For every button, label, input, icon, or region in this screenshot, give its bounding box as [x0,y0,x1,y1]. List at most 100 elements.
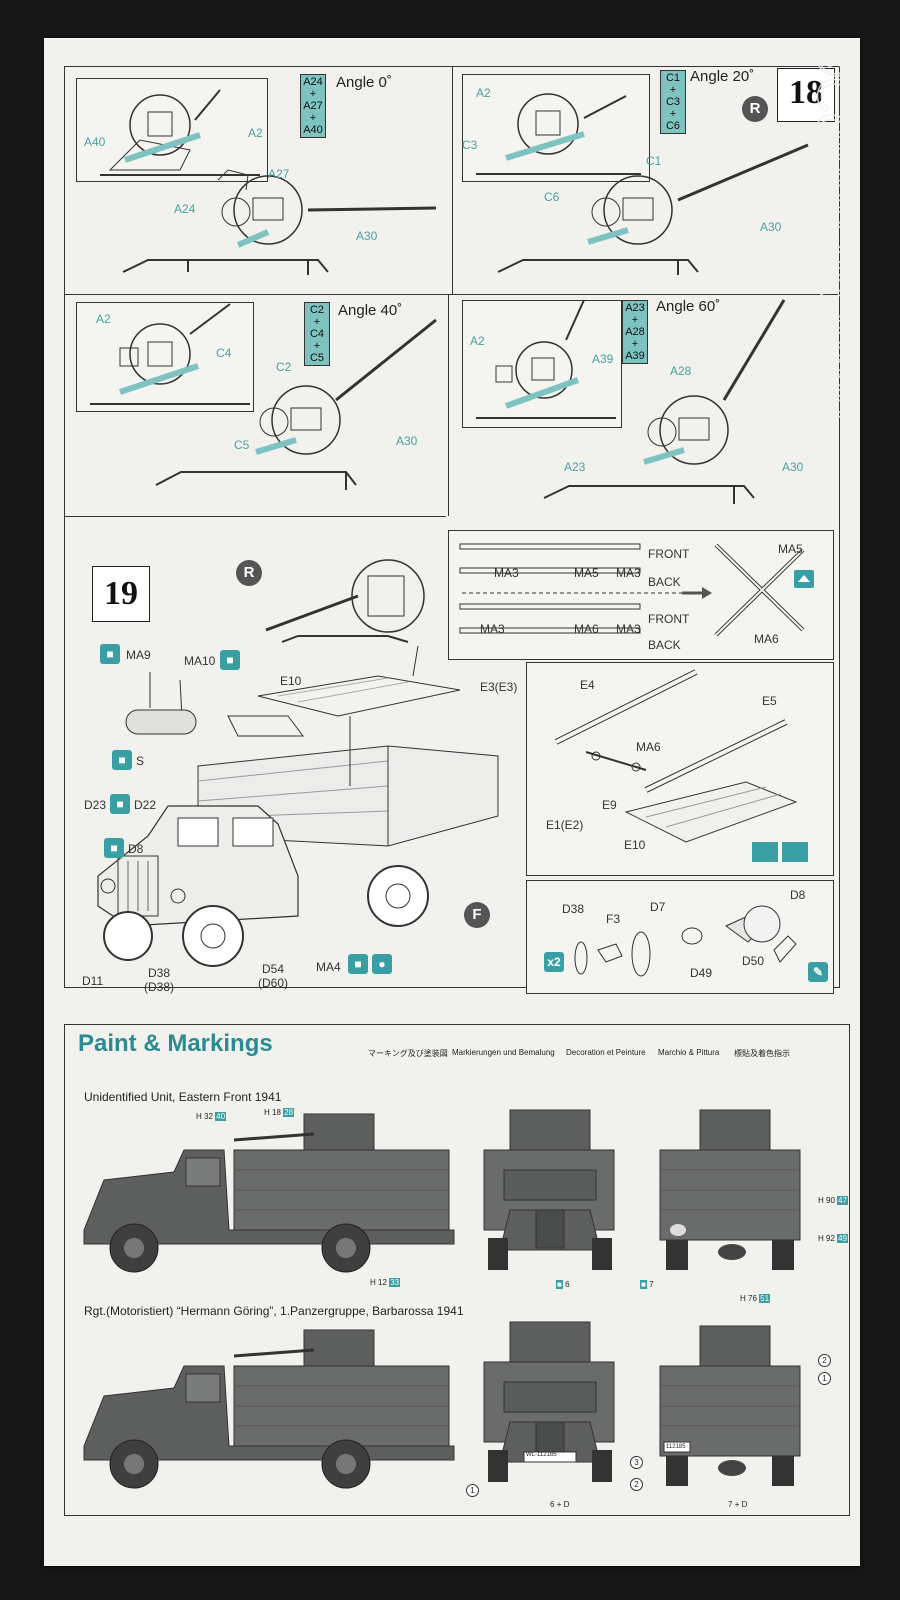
bed-frame-drawing [554,669,808,862]
label-a27: A27 [268,167,290,181]
rack-back-label: BACK [648,575,681,589]
color-marking: H 12 33 [370,1278,401,1287]
decal-number: ■ 6 [556,1280,570,1289]
label-ma5: MA5 [778,542,803,556]
label-d8: D8 [128,842,144,856]
color-marking: H 90 47 [818,1196,849,1205]
label-e3: E3(E3) [480,680,518,694]
label-c5: C5 [234,438,250,452]
label-e10: E10 [280,674,302,688]
divider [448,294,449,516]
translation-it: Marchio & Pittura [658,1048,720,1057]
label-a23: A23 [564,460,586,474]
label-a28: A28 [670,364,692,378]
label-a30: A30 [782,460,804,474]
callout-1: 1 [466,1484,479,1497]
color-marking: H 18 28 [264,1108,295,1117]
paint-markings-frame [64,1024,850,1516]
rack-back-label: BACK [648,638,681,652]
label-ma3: MA3 [480,622,505,636]
scheme-2-caption: Rgt.(Motoristiert) “Hermann Göring”, 1.P… [84,1304,464,1318]
label-s: S [136,754,145,768]
flak-gun-main-40-drawing [155,318,437,490]
part-list-angle-20: C1+C3+C6 [660,70,686,134]
label-a30: A30 [396,434,418,448]
label-e9: E9 [602,798,617,812]
label-d60: (D60) [258,976,289,990]
label-ma4: MA4 [316,960,341,974]
cut-part-icon: ■ [104,838,124,858]
scheme-2-side-view [83,1329,455,1489]
cut-part-icon: ■ [100,644,120,664]
label-d23: D23 [84,798,107,812]
label-c1: C1 [646,154,662,168]
label-ma5: MA5 [574,566,599,580]
cut-part-icon: ■ [110,794,130,814]
license-plate-rear: 112185 [666,1444,686,1450]
badge-r-icon: R [742,96,768,122]
label-d22: D22 [134,798,157,812]
glue-drop-icon: ● [372,954,392,974]
label-d38-alt: (D38) [144,980,175,994]
color-marking: H 76 51 [740,1294,771,1303]
flak-gun-main-0-drawing [122,169,437,275]
glue-icon: ✎ [808,962,828,982]
callout-2: 2 [818,1354,831,1367]
translation-ja: マーキング及び塗装図 [368,1049,448,1058]
rack-assembly-drawing [459,543,814,637]
label-d38: D38 [562,902,585,916]
label-f3: F3 [606,912,621,926]
angle-20-title: Angle 20˚ [690,68,755,85]
flak-gun-inset-60-drawing [476,299,616,419]
label-a30: A30 [356,229,378,243]
angle-40-inset [76,302,254,412]
label-d11: D11 [82,974,104,988]
flak-gun-main-20-drawing [497,143,809,275]
flak-gun-inset-20-drawing [476,93,641,175]
label-a2: A2 [476,86,491,100]
translation-de: Markierungen und Bemalung [452,1048,555,1057]
label-e4: E4 [580,678,595,692]
divider [64,294,838,295]
rack-front-label: FRONT [648,612,690,626]
label-c4: C4 [216,346,232,360]
translation-fr: Decoration et Peinture [566,1048,646,1057]
watermark: ©Coisas do lamy [806,39,864,419]
label-a24: A24 [174,202,196,216]
front-decal-combo: 6 + D [550,1500,570,1509]
label-c3: C3 [462,138,478,152]
label-e1-e2: E1(E2) [546,818,584,832]
label-e10: E10 [624,838,646,852]
label-d7: D7 [650,900,666,914]
rear-decal-combo: 7 + D [728,1500,748,1509]
label-ma6: MA6 [636,740,661,754]
label-d38: D38 [148,966,171,980]
decal-number: ■ 7 [640,1280,654,1289]
label-c2: C2 [276,360,292,374]
cut-part-icon: ■ [220,650,240,670]
label-c6: C6 [544,190,560,204]
badge-f-icon: F [464,902,490,928]
label-ma3: MA3 [494,566,519,580]
label-a39: A39 [592,352,614,366]
headlight-drawing [574,905,797,977]
license-plate-front: WL-112185 [526,1452,557,1458]
rack-front-label: FRONT [648,547,690,561]
label-a2: A2 [470,334,485,348]
label-ma10: MA10 [184,654,216,668]
label-ma9: MA9 [126,648,151,662]
watermark-text: ©Coisas do lamy [807,40,863,419]
label-d54: D54 [262,962,285,976]
paint-markings-title: Paint & Markings [78,1030,273,1057]
quantity-x2-icon: x2 [544,952,564,972]
color-marking: H 92 49 [818,1234,849,1243]
flak-gun-inset-40-drawing [90,303,250,405]
label-ma6: MA6 [754,632,779,646]
label-e5: E5 [762,694,777,708]
flak-gun-inset-0-drawing [100,89,260,176]
label-ma3: MA3 [616,622,641,636]
flak-gun-main-60-drawing [543,299,786,504]
callout-1: 1 [818,1372,831,1385]
cut-part-icon: ■ [112,750,132,770]
scheme-2-front-view [483,1321,615,1482]
